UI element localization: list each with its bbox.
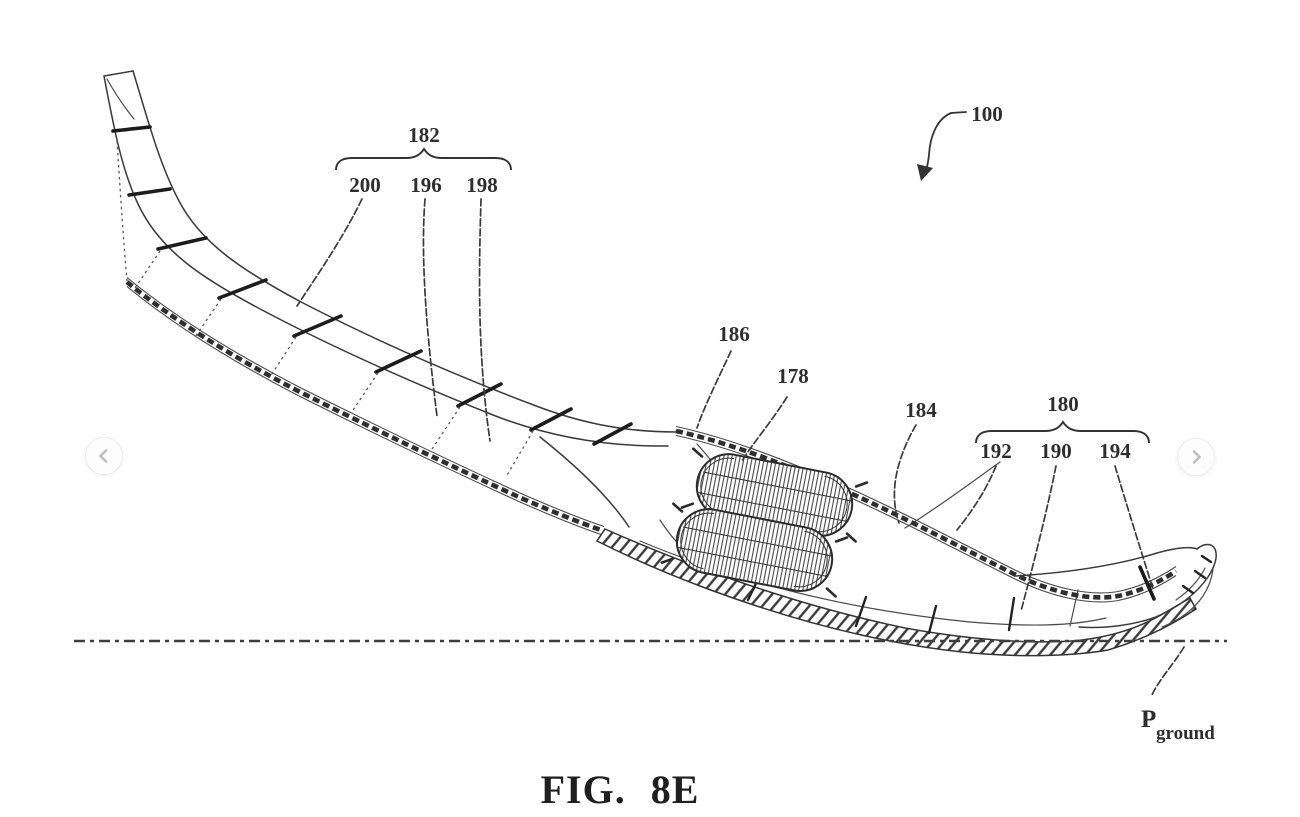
ref-label-178: 178 xyxy=(777,364,809,388)
leader-196 xyxy=(422,198,438,417)
ref-label-100: 100 xyxy=(971,102,1003,126)
leader-190 xyxy=(1020,465,1057,612)
hull-bow-and-deck-band xyxy=(103,70,677,537)
figure-caption: FIG. 8E xyxy=(541,767,700,812)
leader-200 xyxy=(296,198,363,307)
leader-184 xyxy=(893,424,917,524)
ref-label-184: 184 xyxy=(905,398,937,422)
leader-100-arrowhead xyxy=(917,164,933,181)
upturned-tip xyxy=(1014,543,1217,629)
leader-lines xyxy=(296,111,1185,698)
leader-194 xyxy=(1114,465,1154,590)
ref-label-192: 192 xyxy=(980,439,1012,463)
ground-label-base: P xyxy=(1141,706,1156,733)
deck-ribs xyxy=(111,125,633,446)
carousel-prev-button[interactable] xyxy=(85,437,123,475)
ref-label-196: 196 xyxy=(410,173,442,197)
leader-178 xyxy=(741,396,788,462)
leader-186 xyxy=(696,350,732,429)
left-sill-rail xyxy=(125,277,605,537)
brace-182 xyxy=(335,147,512,171)
reference-numerals: 100 182 200 196 198 186 178 184 180 192 … xyxy=(349,102,1131,463)
ground-pressure-label: Pground xyxy=(1141,706,1215,744)
carousel-next-button[interactable] xyxy=(1177,438,1215,476)
chevron-right-icon xyxy=(1192,450,1201,464)
ref-label-182: 182 xyxy=(408,123,440,147)
ref-label-194: 194 xyxy=(1099,439,1131,463)
leader-198 xyxy=(478,198,491,442)
leader-p-ground xyxy=(1150,646,1185,698)
airbag-capsule-lower xyxy=(660,502,849,598)
ground-label-subscript: ground xyxy=(1156,723,1215,744)
leader-192 xyxy=(956,465,997,531)
rocker-rail xyxy=(595,528,1197,657)
leader-100 xyxy=(924,111,967,174)
ref-label-186: 186 xyxy=(718,322,750,346)
sidewall-frame-lines xyxy=(134,250,534,478)
ref-label-198: 198 xyxy=(466,173,498,197)
chevron-left-icon xyxy=(99,449,108,463)
brace-180 xyxy=(975,420,1150,444)
ref-label-180: 180 xyxy=(1047,392,1079,416)
ref-label-200: 200 xyxy=(349,173,381,197)
ref-label-190: 190 xyxy=(1040,439,1072,463)
airbag-stack xyxy=(660,447,869,598)
